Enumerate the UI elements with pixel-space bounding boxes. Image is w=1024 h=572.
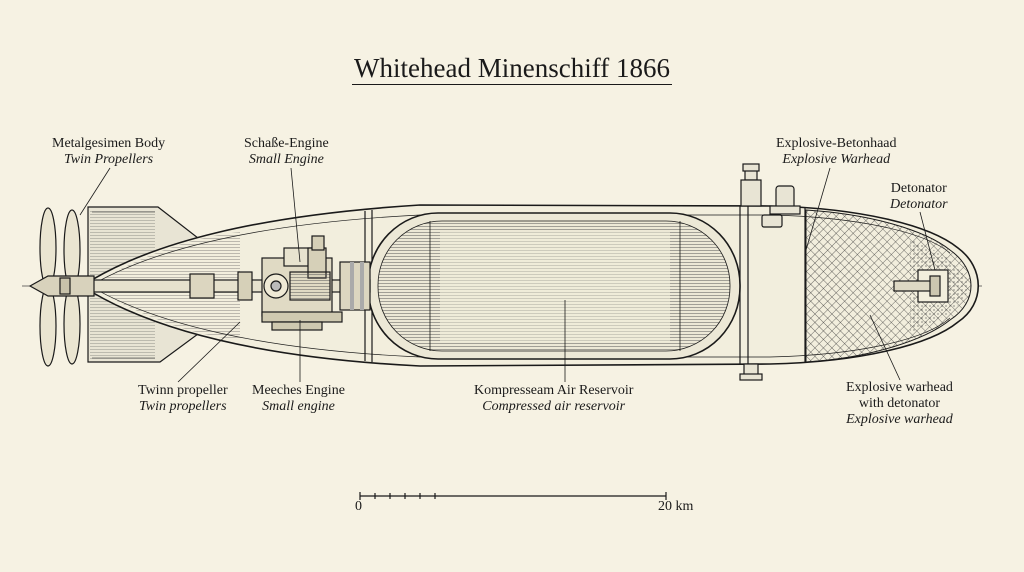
label-detonator: Detonator Detonator <box>890 181 948 213</box>
label-warhead-bottom: Explosive warhead with detonator Explosi… <box>846 380 953 428</box>
label-body: Metalgesimen Body Twin Propellers <box>52 136 165 168</box>
label-meeches-sub: Small engine <box>262 399 335 414</box>
label-schasse-sub: Small Engine <box>248 152 324 167</box>
label-reservoir-name: Kompresseam Air Reservoir <box>474 383 634 398</box>
label-schasse-engine: Schaße-Engine Small Engine <box>244 136 329 168</box>
diagram-title: Whitehead Minenschiff 1866 <box>0 52 1024 85</box>
label-body-sub: Twin Propellers <box>64 152 154 167</box>
label-warhead-bottom-line1: Explosive warhead <box>846 380 953 395</box>
propellers <box>28 207 95 367</box>
air-reservoir <box>367 212 741 360</box>
label-schasse-name: Schaße-Engine <box>244 136 329 151</box>
label-reservoir: Kompresseam Air Reservoir Compressed air… <box>474 383 633 415</box>
label-detonator-name: Detonator <box>890 181 947 196</box>
label-warhead-bottom-line2: with detonator <box>858 396 941 411</box>
label-warhead-bottom-sub: Explosive warhead <box>846 412 953 427</box>
label-propeller-name: Twinn propeller <box>138 383 228 398</box>
leader-lines <box>79 167 936 383</box>
label-warhead-top-name: Explosive-Betonhaad <box>776 136 897 151</box>
scale-start-label: 0 <box>355 499 362 514</box>
warhead <box>805 209 972 363</box>
label-detonator-sub: Detonator <box>890 197 948 212</box>
scale-bar <box>359 492 667 500</box>
label-propeller: Twinn propeller Twin propellers <box>138 383 228 415</box>
label-meeches-engine: Meeches Engine Small engine <box>252 383 345 415</box>
label-warhead-top: Explosive-Betonhaad Explosive Warhead <box>776 136 897 168</box>
label-warhead-top-sub: Explosive Warhead <box>782 152 891 167</box>
top-valves <box>739 163 801 381</box>
label-body-name: Metalgesimen Body <box>52 136 166 151</box>
label-propeller-sub: Twin propellers <box>139 399 227 414</box>
title-text: Whitehead Minenschiff 1866 <box>352 53 672 85</box>
label-reservoir-sub: Compressed air reservoir <box>482 399 626 414</box>
label-meeches-name: Meeches Engine <box>252 383 345 398</box>
scale-end-label: 20 km <box>658 499 694 514</box>
detonator <box>893 269 949 303</box>
engine <box>261 235 343 331</box>
